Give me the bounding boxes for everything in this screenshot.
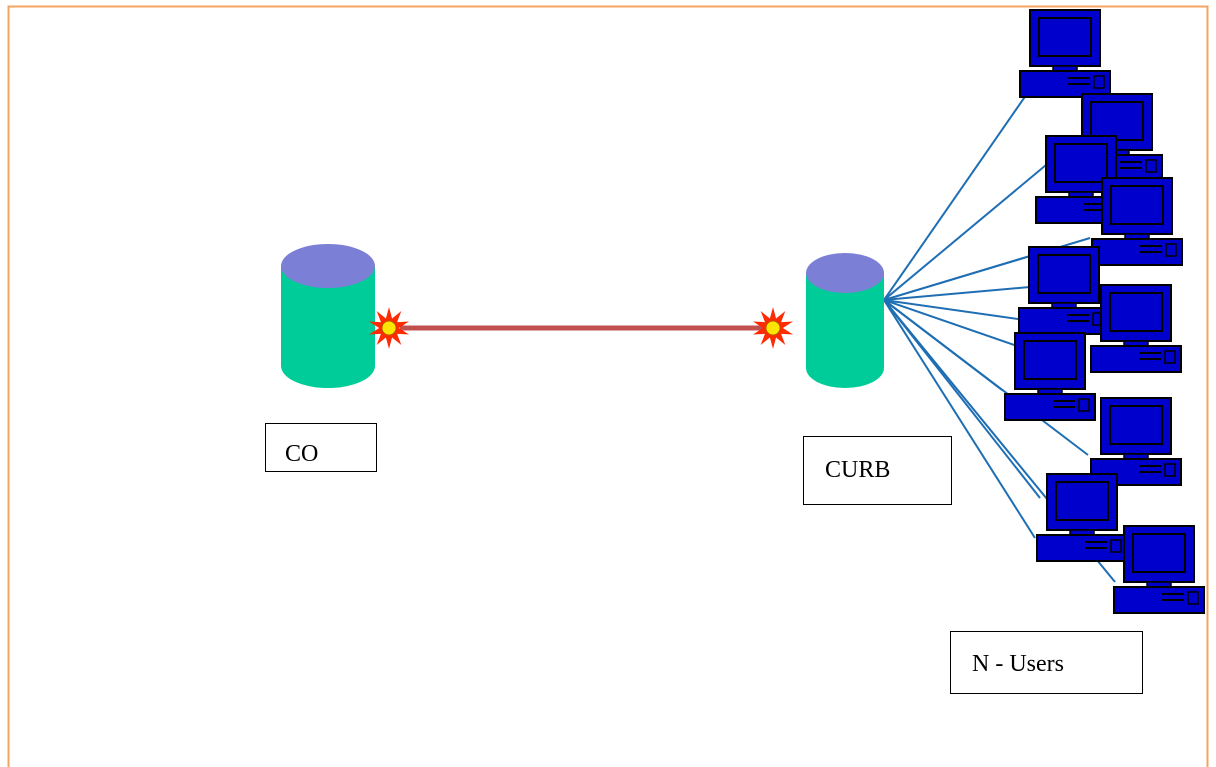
- user-link-line: [883, 299, 1089, 456]
- user-link-line: [883, 299, 1036, 539]
- burst-core: [381, 320, 397, 336]
- curb-database-icon: [806, 253, 884, 388]
- co-label-text: CO: [285, 441, 319, 467]
- db-bottom: [281, 344, 375, 388]
- users-label: N - Users: [950, 631, 1143, 694]
- burst-core: [765, 320, 781, 336]
- computer-icon: [1019, 9, 1111, 98]
- computer-icon: [1091, 177, 1183, 266]
- curb-label: CURB: [803, 436, 952, 505]
- db-bottom: [806, 348, 884, 388]
- db-top: [281, 244, 375, 288]
- curb-connector-icon: [753, 307, 793, 349]
- computer-icon: [1090, 397, 1182, 486]
- co-database-icon: [281, 244, 375, 388]
- co-label: CO: [265, 423, 377, 472]
- computer-icon: [1036, 473, 1128, 562]
- user-link-line: [883, 299, 1021, 348]
- user-workstations: [1004, 9, 1205, 614]
- computer-icon: [1018, 246, 1110, 335]
- user-link-line: [883, 286, 1031, 301]
- computer-icon: [1090, 284, 1182, 373]
- computer-icon: [1113, 525, 1205, 614]
- curb-label-text: CURB: [825, 457, 891, 483]
- user-link-line: [883, 74, 1041, 301]
- co-connector-icon: [369, 307, 409, 349]
- users-label-text: N - Users: [972, 651, 1064, 677]
- computer-icon: [1004, 332, 1096, 421]
- computer-icon: [1035, 135, 1127, 224]
- user-link-line: [883, 159, 1053, 301]
- user-link-line: [883, 252, 1041, 301]
- page-border: [7, 5, 1209, 767]
- db-top: [806, 253, 884, 293]
